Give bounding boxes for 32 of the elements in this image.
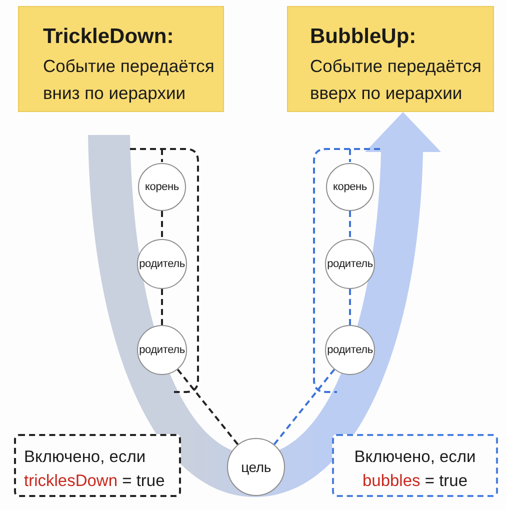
node-label: родитель [139, 343, 185, 357]
condition-code: bubbles = true [362, 471, 468, 492]
tree-node-circle [325, 325, 375, 375]
info-card [287, 6, 494, 112]
dashed-group-outline [313, 147, 381, 394]
condition-text: Включено, если [24, 447, 146, 468]
condition-box [332, 434, 498, 497]
dashed-connector [273, 368, 336, 446]
condition-box [14, 434, 181, 497]
dashed-connector [349, 289, 351, 325]
node-label: родитель [327, 343, 373, 357]
condition-code: tricklesDown = true [24, 471, 165, 492]
dashed-connector [349, 211, 351, 239]
tree-node-circle [138, 163, 186, 211]
card-description: Событие передаётся вниз по иерархии [43, 55, 216, 105]
dashed-connector [161, 211, 163, 239]
card-description: Событие передаётся вверх по иерархии [310, 55, 482, 105]
node-label: родитель [139, 257, 185, 271]
node-label: корень [145, 180, 179, 194]
dashed-connector [161, 289, 163, 325]
tree-node-circle [325, 239, 375, 289]
node-label: цель [241, 460, 271, 474]
condition-text: Включено, если [354, 447, 476, 468]
dashed-group-outline [129, 147, 200, 394]
card-title: BubbleUp: [310, 24, 416, 50]
node-label: корень [333, 180, 367, 194]
tree-node-circle [137, 239, 187, 289]
card-title: TrickleDown: [43, 24, 174, 50]
dashed-connector [176, 368, 239, 446]
info-card [18, 6, 224, 112]
node-label: родитель [327, 257, 373, 271]
tree-node-circle [326, 163, 374, 211]
